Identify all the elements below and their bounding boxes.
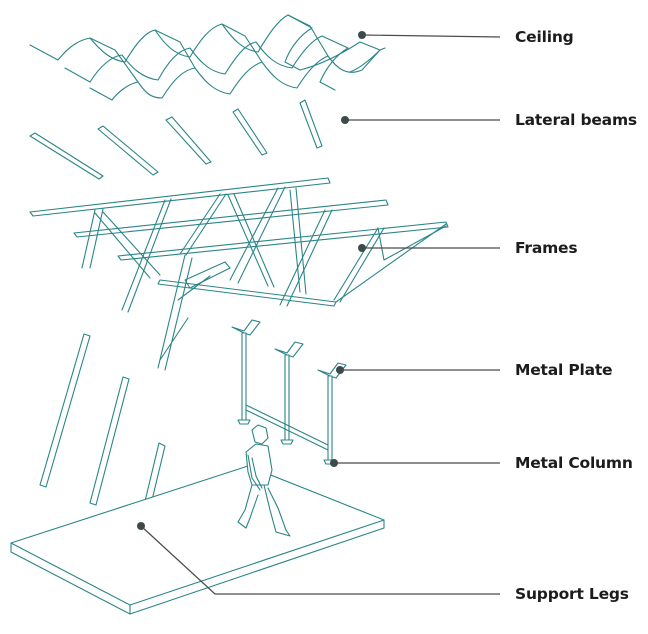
ceiling-edge <box>299 41 381 73</box>
ceiling-ridge-4 <box>287 14 329 57</box>
ceiling-ridge-3 <box>221 23 263 63</box>
leader-dot-metal-column <box>330 459 338 467</box>
column-base-1 <box>237 419 251 425</box>
frame-bottom-chord <box>157 279 337 307</box>
lateral-beam-2 <box>97 125 159 176</box>
leader-dot-metal-plate <box>336 366 344 374</box>
floor-slab <box>10 465 385 615</box>
label-metal-column: Metal Column <box>515 454 633 472</box>
frame-web-d <box>179 193 227 256</box>
floor-slab-sides <box>10 519 385 615</box>
label-frames: Frames <box>515 239 578 257</box>
label-ceiling: Ceiling <box>515 28 574 46</box>
frame-leg-strut <box>157 254 211 371</box>
metal-column-1 <box>231 319 261 425</box>
leader-dot-support-legs <box>137 522 145 530</box>
frame-web-f <box>229 186 286 284</box>
metal-columns <box>231 319 347 465</box>
leader-support-legs <box>140 525 500 595</box>
leader-lines <box>137 31 501 595</box>
frame-web-j <box>377 225 447 261</box>
frame-web-g <box>289 187 307 295</box>
lateral-beams <box>29 99 323 180</box>
support-leg-1 <box>39 333 91 488</box>
frames <box>29 177 449 371</box>
human-figure <box>237 424 291 537</box>
metal-column-2 <box>274 341 304 445</box>
ceiling-ridge-1 <box>89 37 139 83</box>
support-leg-2 <box>89 376 130 506</box>
lateral-beam-3 <box>165 116 212 165</box>
ceiling-sheet-back <box>29 14 313 71</box>
figure-head <box>251 424 269 445</box>
ceiling-panels <box>29 14 386 101</box>
column-shaft-3 <box>327 375 333 461</box>
floor-slab-top <box>10 465 385 606</box>
leader-dot-lateral-beams <box>341 116 349 124</box>
ceiling-sheet-front <box>89 47 386 101</box>
frame-leg-strut-2 <box>184 261 231 289</box>
column-shaft-1 <box>241 332 247 421</box>
label-lateral-beams: Lateral beams <box>515 111 637 129</box>
column-base-2 <box>280 439 294 445</box>
figure-torso <box>245 443 273 486</box>
frame-web-i <box>333 227 385 303</box>
figure-legs <box>237 484 291 537</box>
ceiling-ridge-2 <box>154 29 196 69</box>
support-legs <box>39 333 166 526</box>
frame-top-chord-1 <box>29 177 331 217</box>
figure-arm <box>247 454 263 491</box>
leader-ceiling <box>361 34 501 38</box>
ceiling-sheet-mid <box>64 35 349 91</box>
label-metal-plate: Metal Plate <box>515 361 613 379</box>
frame-web-e <box>227 193 275 288</box>
leader-dot-ceiling <box>358 31 366 39</box>
column-shaft-2 <box>284 354 290 441</box>
metal-column-3 <box>317 362 347 465</box>
lateral-beam-1 <box>29 132 104 180</box>
lateral-beam-4 <box>232 108 268 156</box>
frame-web-c <box>121 198 172 313</box>
frame-top-chord-2 <box>73 199 389 238</box>
frame-outer-edge <box>335 223 447 303</box>
lateral-beam-5 <box>299 99 323 149</box>
frame-web-h <box>279 209 333 307</box>
column-tie-beam <box>245 404 329 451</box>
label-support-legs: Support Legs <box>515 585 629 603</box>
frame-web-a <box>81 208 104 269</box>
leader-dot-frames <box>358 244 366 252</box>
frame-top-chord-3 <box>117 221 449 261</box>
frame-web-b <box>94 211 161 279</box>
